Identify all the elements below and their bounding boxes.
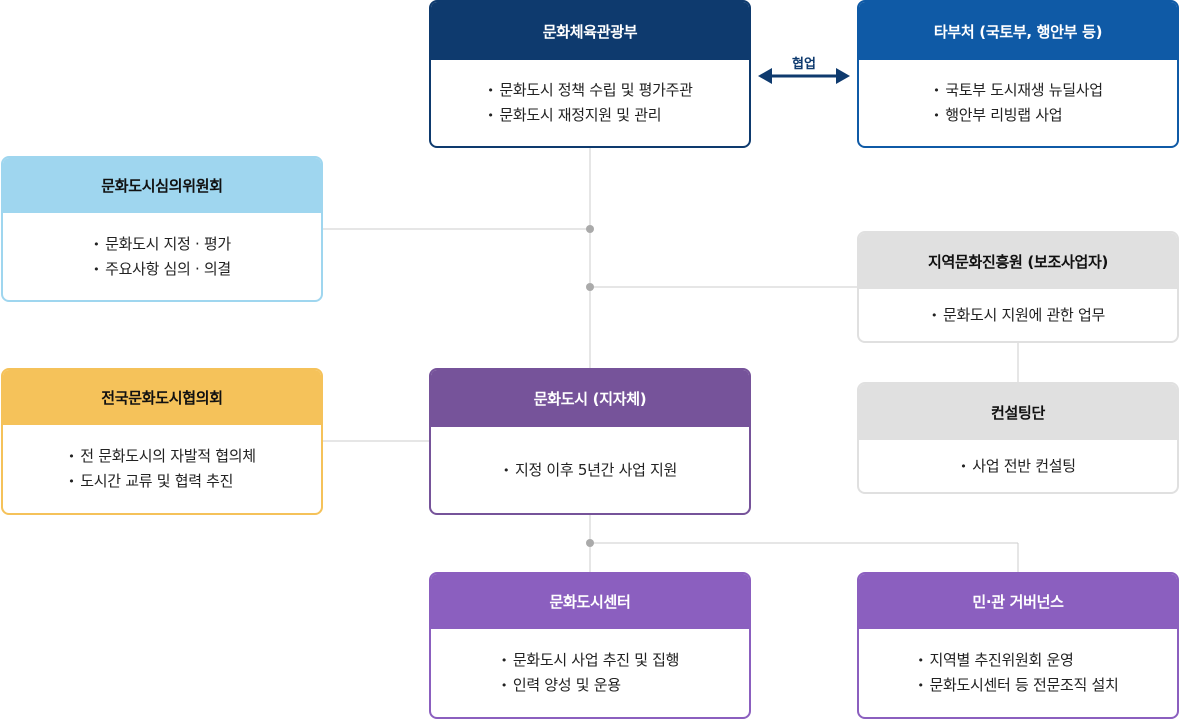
junction-dot-committee <box>586 225 594 233</box>
box-review-committee-list: 문화도시 지정 · 평가 주요사항 심의 · 의결 <box>93 232 231 282</box>
junction-dot-agency <box>586 283 594 291</box>
box-review-committee: 문화도시심의위원회 문화도시 지정 · 평가 주요사항 심의 · 의결 <box>1 156 323 302</box>
box-culture-city-center: 문화도시센터 문화도시 사업 추진 및 집행 인력 양성 및 운용 <box>429 572 751 719</box>
list-item: 국토부 도시재생 뉴딜사업 <box>933 78 1103 103</box>
list-item: 사업 전반 컨설팅 <box>960 454 1076 479</box>
list-item: 지정 이후 5년간 사업 지원 <box>503 458 677 483</box>
box-culture-city: 문화도시 (지자체) 지정 이후 5년간 사업 지원 <box>429 368 751 515</box>
list-item: 문화도시센터 등 전문조직 설치 <box>918 673 1119 698</box>
box-consulting-team-title: 컨설팅단 <box>859 384 1177 440</box>
box-national-council-list: 전 문화도시의 자발적 협의체 도시간 교류 및 협력 추진 <box>68 444 256 494</box>
box-consulting-team-list: 사업 전반 컨설팅 <box>960 454 1076 479</box>
junction-dot-governance <box>586 539 594 547</box>
list-item: 인력 양성 및 운용 <box>501 673 679 698</box>
box-culture-city-title: 문화도시 (지자체) <box>431 370 749 427</box>
box-regional-culture-agency-title: 지역문화진흥원 (보조사업자) <box>859 233 1177 289</box>
list-item: 주요사항 심의 · 의결 <box>93 257 231 282</box>
box-culture-city-center-list: 문화도시 사업 추진 및 집행 인력 양성 및 운용 <box>501 648 680 698</box>
box-governance-title: 민·관 거버넌스 <box>859 574 1177 629</box>
box-regional-culture-agency: 지역문화진흥원 (보조사업자) 문화도시 지원에 관한 업무 <box>857 231 1179 343</box>
box-culture-city-center-title: 문화도시센터 <box>431 574 749 629</box>
list-item: 문화도시 정책 수립 및 평가주관 <box>487 78 693 103</box>
list-item: 문화도시 사업 추진 및 집행 <box>501 648 680 673</box>
box-national-council-title: 전국문화도시협의회 <box>3 370 321 425</box>
list-item: 도시간 교류 및 협력 추진 <box>68 469 255 494</box>
box-regional-culture-agency-list: 문화도시 지원에 관한 업무 <box>931 303 1105 328</box>
box-other-ministries-title: 타부처 (국토부, 행안부 등) <box>859 2 1177 60</box>
list-item: 전 문화도시의 자발적 협의체 <box>68 444 256 469</box>
box-governance-list: 지역별 추진위원회 운영 문화도시센터 등 전문조직 설치 <box>918 648 1119 698</box>
list-item: 문화도시 재정지원 및 관리 <box>487 103 692 128</box>
list-item: 행안부 리빙랩 사업 <box>933 103 1102 128</box>
box-other-ministries: 타부처 (국토부, 행안부 등) 국토부 도시재생 뉴딜사업 행안부 리빙랩 사… <box>857 0 1179 148</box>
box-ministry: 문화체육관광부 문화도시 정책 수립 및 평가주관 문화도시 재정지원 및 관리 <box>429 0 751 148</box>
box-ministry-title: 문화체육관광부 <box>431 2 749 60</box>
box-national-council: 전국문화도시협의회 전 문화도시의 자발적 협의체 도시간 교류 및 협력 추진 <box>1 368 323 515</box>
box-culture-city-list: 지정 이후 5년간 사업 지원 <box>503 458 677 483</box>
box-other-ministries-list: 국토부 도시재생 뉴딜사업 행안부 리빙랩 사업 <box>933 78 1103 128</box>
box-governance: 민·관 거버넌스 지역별 추진위원회 운영 문화도시센터 등 전문조직 설치 <box>857 572 1179 719</box>
list-item: 문화도시 지정 · 평가 <box>93 232 231 257</box>
collaboration-label: 협업 <box>792 57 816 72</box>
list-item: 지역별 추진위원회 운영 <box>918 648 1119 673</box>
box-review-committee-title: 문화도시심의위원회 <box>3 158 321 213</box>
list-item: 문화도시 지원에 관한 업무 <box>931 303 1105 328</box>
box-ministry-list: 문화도시 정책 수립 및 평가주관 문화도시 재정지원 및 관리 <box>487 78 693 128</box>
box-consulting-team: 컨설팅단 사업 전반 컨설팅 <box>857 382 1179 494</box>
